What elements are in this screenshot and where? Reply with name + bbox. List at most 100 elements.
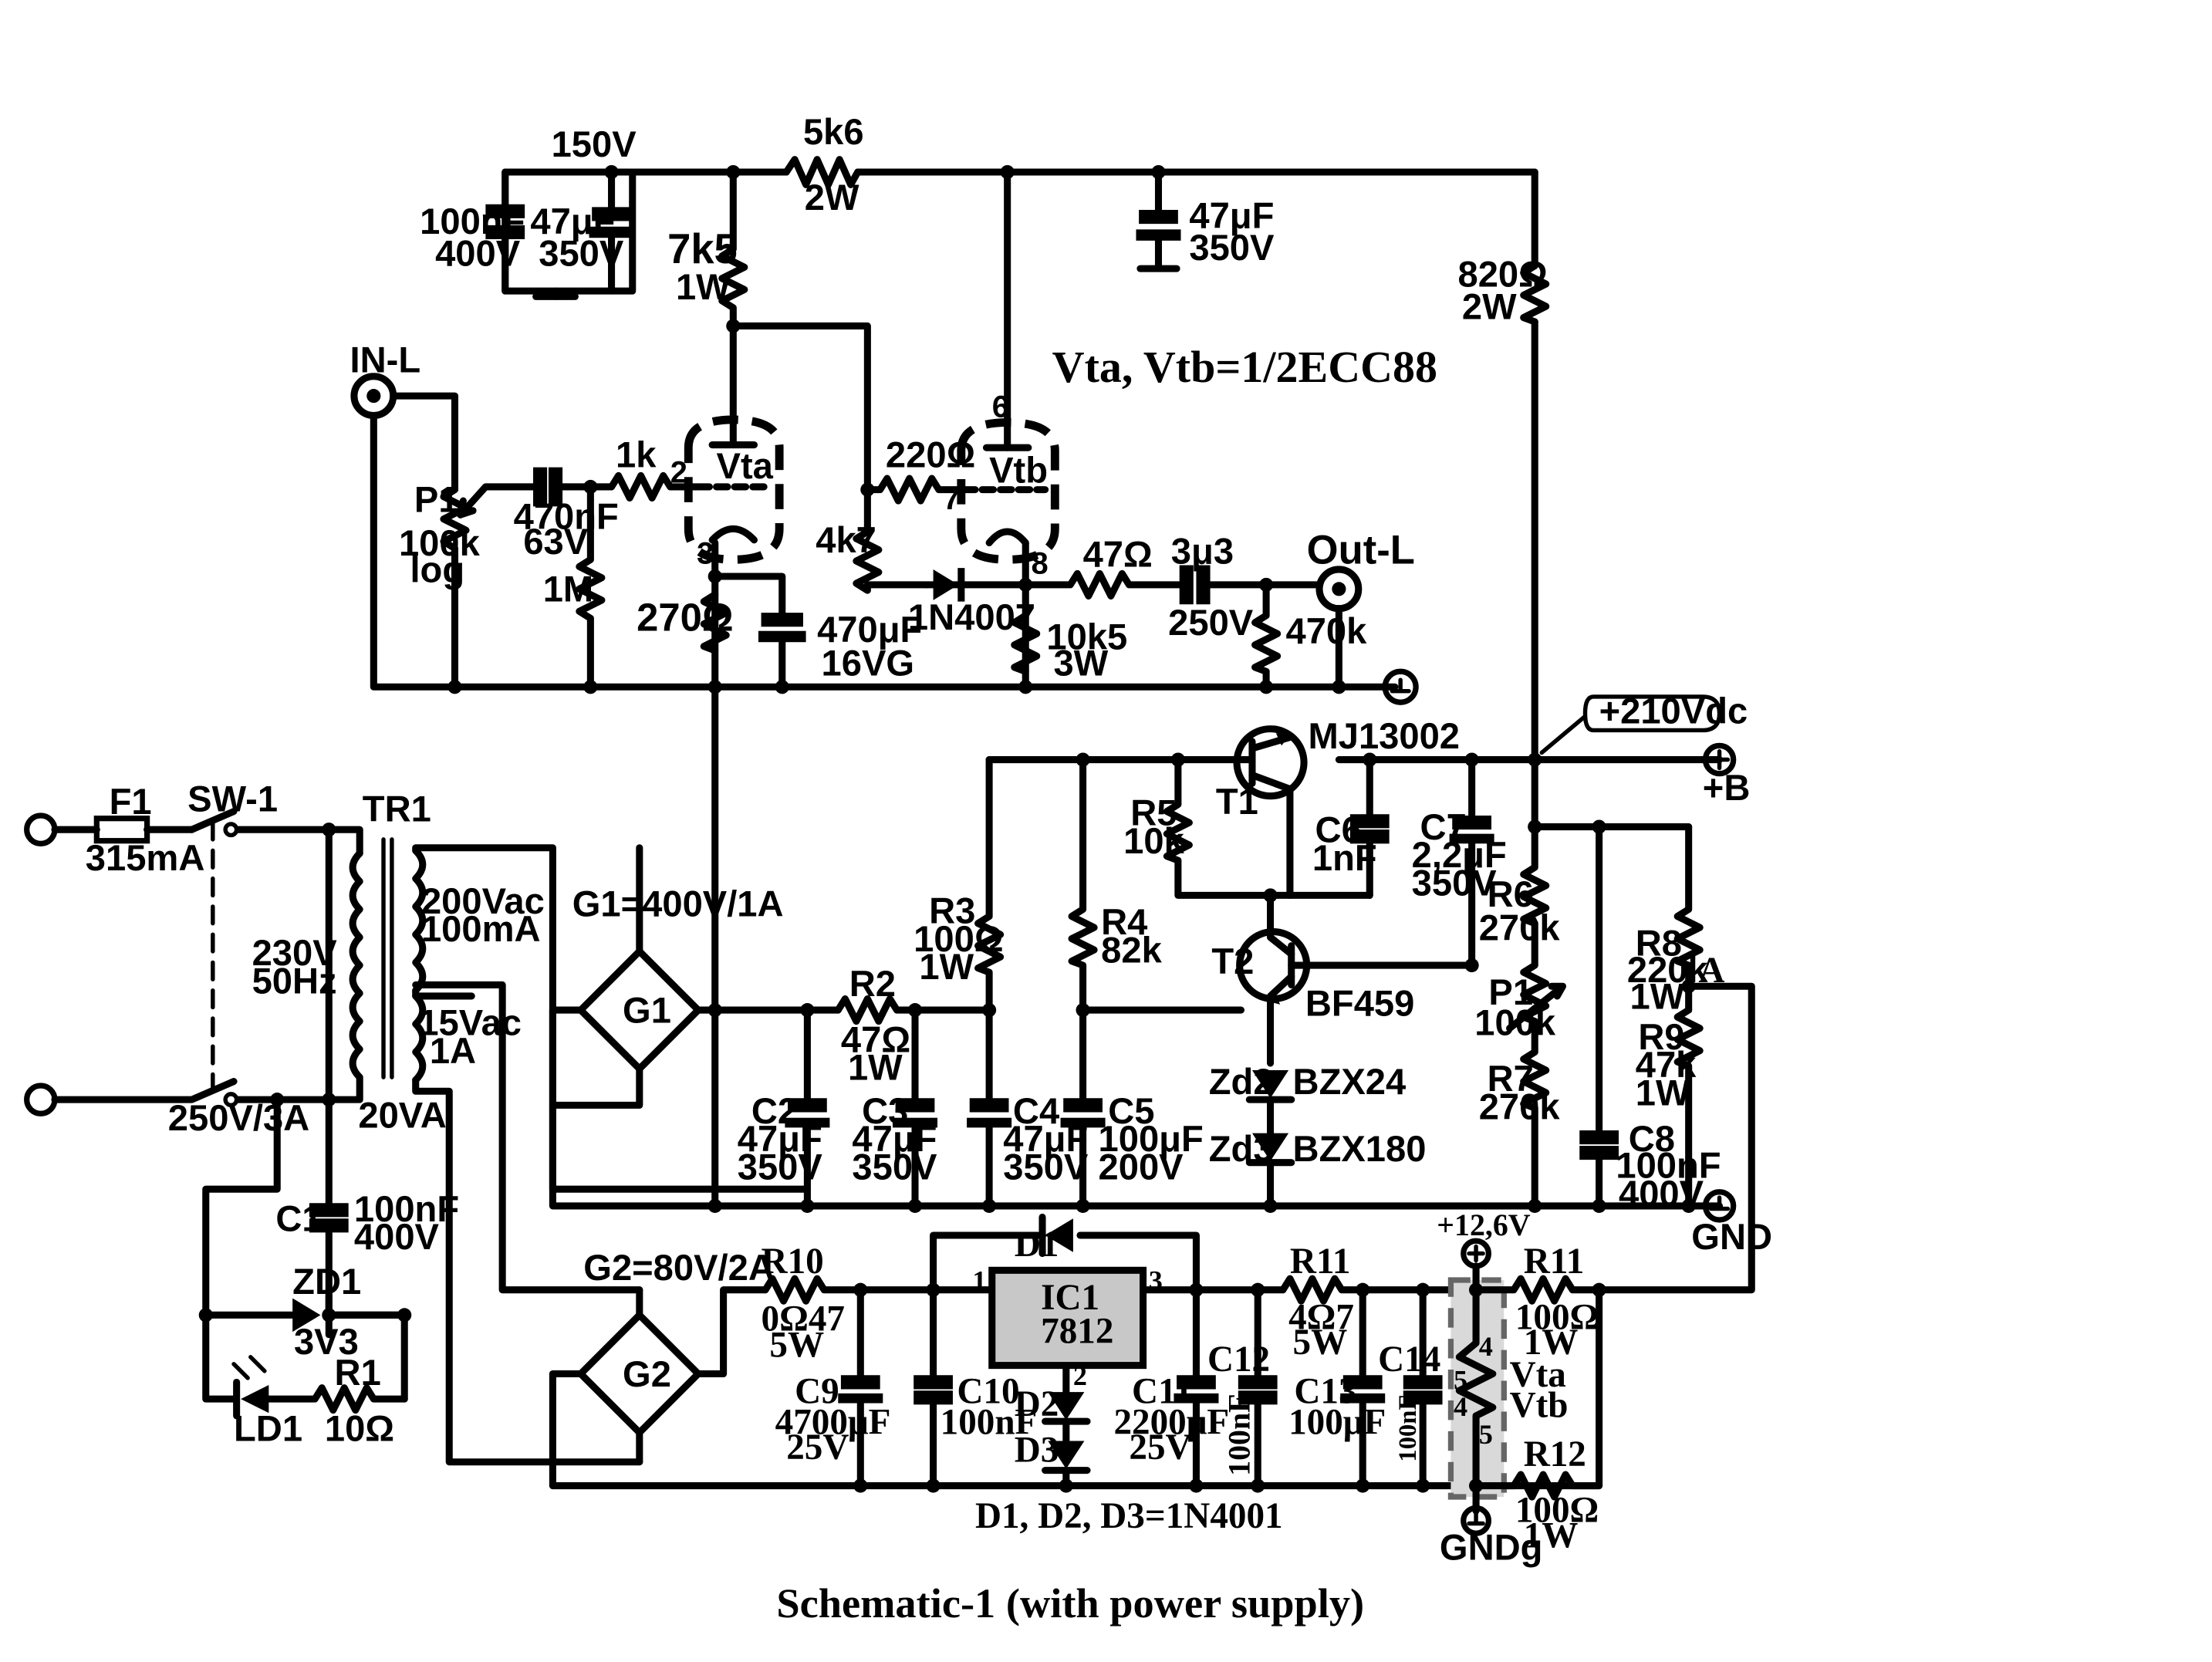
label-r8-value: 220k [1627, 949, 1709, 990]
label-gnd: GND [1691, 1216, 1772, 1257]
label-ic-pin-3: 3 [1149, 1265, 1163, 1296]
label-pin-8: 8 [1031, 546, 1048, 580]
label-1m: 1M [543, 569, 593, 610]
label-mains-voltage: 230V [252, 932, 338, 973]
label-g2: G2 [623, 1353, 671, 1394]
resistor-1m [576, 483, 606, 691]
label-r3: R3 [929, 890, 975, 931]
label-c7: C7 [1420, 806, 1467, 847]
resistor-1k [608, 471, 702, 502]
label-150v: 150V [552, 123, 637, 164]
label-c9-value: 4700μF [775, 1402, 891, 1442]
diagram-title: Schematic-1 (with power supply) [776, 1580, 1364, 1627]
label-r10-value: 0Ω47 [762, 1299, 845, 1339]
label-47uf-b-voltage: 350V [1189, 227, 1275, 268]
diodes-note: D1, D2, D3=1N4001 [975, 1496, 1283, 1536]
resistor-470k [1251, 581, 1282, 691]
resistor-820 [1520, 262, 1550, 326]
voltage-divider-r6-p1-r7 [1506, 755, 1567, 1210]
label-7k5-power: 1W [676, 266, 731, 307]
resistor-270 [700, 591, 730, 654]
label-c9: C9 [795, 1372, 839, 1412]
capacitor-c7 [1449, 755, 1494, 969]
label-pin-3: 3 [697, 537, 714, 571]
resistor-r3 [974, 755, 1005, 1014]
label-mj13002: MJ13002 [1308, 715, 1460, 756]
label-c14: C14 [1378, 1339, 1440, 1380]
label-r4-value: 82k [1101, 929, 1162, 970]
label-c8: C8 [1629, 1118, 1675, 1159]
label-7k5: 7k5 [667, 225, 738, 272]
label-t2: T2 [1211, 941, 1254, 981]
terminal-plus-12v6 [1461, 1238, 1492, 1269]
label-secondary-1: 200Vac [421, 880, 545, 921]
capacitor-470uf-cathode [758, 613, 806, 691]
label-c1-value: 100nF [354, 1188, 459, 1229]
label-c5-value: 100μF [1099, 1118, 1204, 1159]
label-mains-frequency: 50Hz [252, 960, 337, 1001]
label-c13-value: 100μF [1288, 1402, 1386, 1442]
label-c10-value: 100nF [941, 1402, 1038, 1442]
label-c4-voltage: 350V [1003, 1146, 1089, 1187]
label-1k: 1k [616, 434, 657, 475]
label-r12: R12 [1524, 1434, 1586, 1475]
label-4k7: 4k7 [816, 519, 876, 560]
label-heater-vta: Vta [1510, 1355, 1566, 1395]
label-pin-6: 6 [992, 390, 1009, 424]
transistor-t2 [1236, 891, 1476, 1067]
label-ic-pin-2: 2 [1073, 1360, 1087, 1391]
label-r1-value: 10Ω [325, 1408, 394, 1449]
label-r9-value: 47k [1636, 1044, 1697, 1085]
label-zd2: Zd2 [1209, 1061, 1274, 1102]
label-c6: C6 [1315, 809, 1362, 850]
resistor-7k5 [718, 168, 748, 329]
label-c3-value: 47μF [852, 1118, 937, 1159]
label-r12-value: 100Ω [1515, 1491, 1599, 1531]
label-470nf-voltage: 63V [523, 521, 588, 562]
label-f1-rating: 315mA [86, 837, 205, 878]
label-r4: R4 [1101, 901, 1147, 942]
diode-d1 [930, 1213, 1200, 1294]
bridge-rectifier-g2 [549, 1286, 769, 1490]
resistor-4k7 [853, 486, 930, 594]
capacitor-c1 [309, 826, 349, 1319]
output-jack-out-l[interactable] [1315, 566, 1363, 691]
capacitor-c14 [1403, 1286, 1443, 1490]
label-1n4007: 1N4007 [908, 596, 1035, 637]
label-c11-voltage: 25V [1129, 1427, 1191, 1468]
label-transformer-power: 20VA [358, 1094, 446, 1135]
label-210vdc: +210Vdc [1599, 690, 1748, 731]
label-r10: R10 [762, 1241, 824, 1282]
label-470k: 470k [1285, 610, 1367, 651]
label-c7-value: 2,2μF [1412, 834, 1507, 875]
label-ic1: IC1 [1041, 1278, 1099, 1318]
label-r2-power: 1W [848, 1047, 903, 1088]
label-470uf-voltage: 16VG [822, 643, 915, 684]
label-zd1: ZD1 [292, 1261, 361, 1302]
tubes-note: Vta, Vtb=1/2ECC88 [1052, 342, 1437, 392]
label-10k5-power: 3W [1054, 643, 1109, 684]
label-c10: C10 [957, 1372, 1019, 1412]
label-in-l: IN-L [350, 339, 421, 380]
label-r11: R11 [1524, 1241, 1585, 1282]
label-zd3: Zd3 [1209, 1128, 1274, 1169]
label-secondary-2: 15Vac [418, 1002, 522, 1043]
label-out-l: Out-L [1307, 528, 1415, 573]
label-t1: T1 [1216, 781, 1258, 822]
terminal-plus-b [1702, 742, 1737, 777]
label-sw1: SW-1 [187, 779, 278, 819]
capacitor-c6 [1349, 755, 1390, 899]
potentiometer-p1-volume[interactable] [440, 483, 518, 691]
label-c5: C5 [1108, 1090, 1154, 1131]
label-pin-2: 2 [670, 456, 687, 490]
label-100nf: 100nF [420, 201, 525, 242]
label-zd2-value: BZX24 [1293, 1061, 1407, 1102]
label-r8: R8 [1636, 922, 1682, 963]
label-c2: C2 [751, 1090, 798, 1131]
label-c9-voltage: 25V [786, 1427, 849, 1468]
label-gndg: GNDg [1440, 1527, 1543, 1568]
capacitor-c8 [1531, 823, 1693, 1210]
input-jack-in-l[interactable] [350, 373, 397, 420]
label-47-ohm: 47Ω [1083, 533, 1153, 574]
label-c11: C11 [1132, 1372, 1193, 1412]
